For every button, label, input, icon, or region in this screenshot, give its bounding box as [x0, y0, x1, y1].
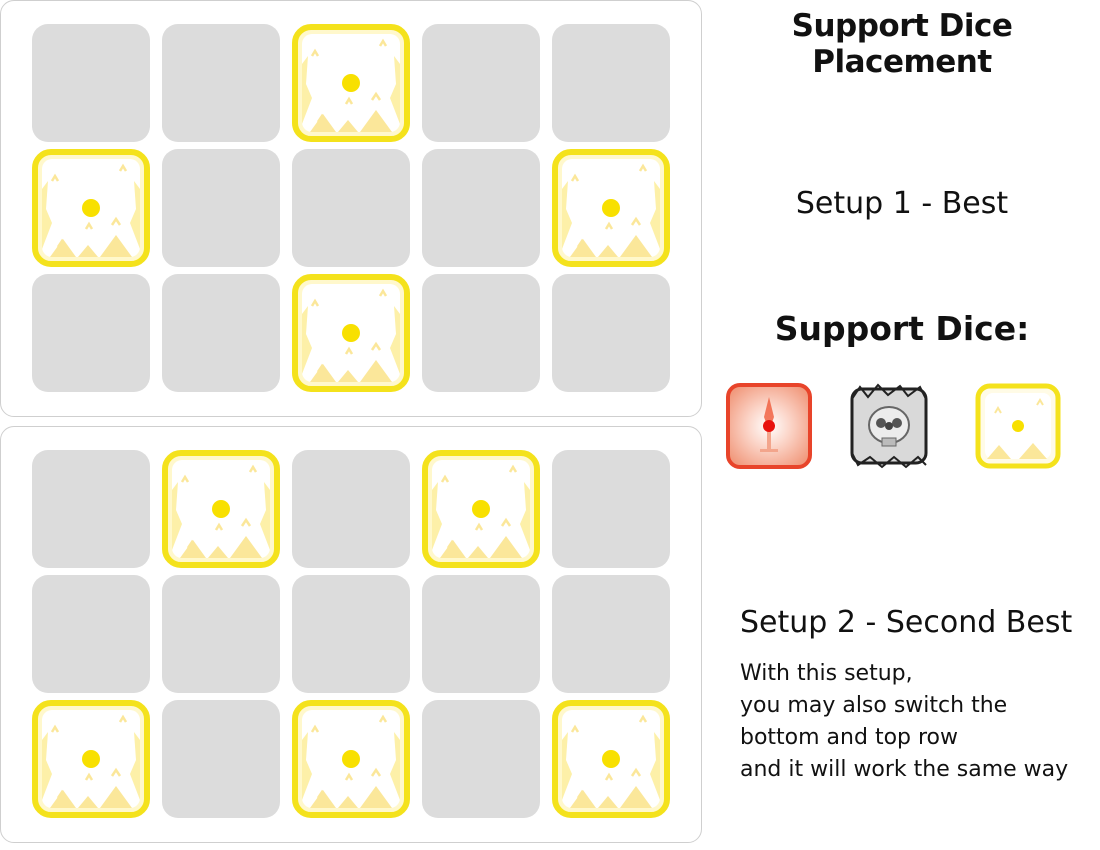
support-die-light[interactable] [32, 149, 150, 267]
support-die-light[interactable] [32, 700, 150, 818]
empty-slot[interactable] [162, 575, 280, 693]
sword-die-icon [726, 383, 812, 469]
support-die-light[interactable] [162, 450, 280, 568]
board-setup-1 [0, 0, 702, 417]
empty-slot[interactable] [422, 274, 540, 392]
page-title: Support Dice Placement [791, 8, 1013, 80]
empty-slot[interactable] [292, 575, 410, 693]
board-setup-2 [0, 426, 702, 843]
setup-2-note: With this setup, you may also switch the… [740, 658, 1090, 786]
skull-die-icon [846, 383, 932, 469]
support-die-light[interactable] [292, 700, 410, 818]
empty-slot[interactable] [422, 575, 540, 693]
empty-slot[interactable] [422, 24, 540, 142]
empty-slot[interactable] [162, 24, 280, 142]
empty-slot[interactable] [552, 450, 670, 568]
empty-slot[interactable] [32, 450, 150, 568]
support-die-light[interactable] [422, 450, 540, 568]
support-dice-heading: Support Dice: [774, 309, 1030, 348]
setup-2-label: Setup 2 - Second Best [740, 605, 1073, 640]
empty-slot[interactable] [32, 575, 150, 693]
empty-slot[interactable] [162, 149, 280, 267]
note-line: bottom and top row [740, 725, 959, 750]
light-die-icon [975, 383, 1061, 469]
note-line: and it will work the same way [740, 757, 1069, 782]
note-line: With this setup, [740, 661, 913, 686]
note-line: you may also switch the [740, 693, 1008, 718]
support-die-light[interactable] [292, 24, 410, 142]
empty-slot[interactable] [292, 450, 410, 568]
empty-slot[interactable] [162, 274, 280, 392]
empty-slot[interactable] [422, 700, 540, 818]
empty-slot[interactable] [422, 149, 540, 267]
empty-slot[interactable] [552, 274, 670, 392]
empty-slot[interactable] [162, 700, 280, 818]
support-die-light[interactable] [292, 274, 410, 392]
empty-slot[interactable] [552, 575, 670, 693]
empty-slot[interactable] [292, 149, 410, 267]
setup-1-label: Setup 1 - Best [795, 186, 1009, 221]
empty-slot[interactable] [32, 274, 150, 392]
empty-slot[interactable] [32, 24, 150, 142]
support-die-light[interactable] [552, 700, 670, 818]
support-die-light[interactable] [552, 149, 670, 267]
empty-slot[interactable] [552, 24, 670, 142]
